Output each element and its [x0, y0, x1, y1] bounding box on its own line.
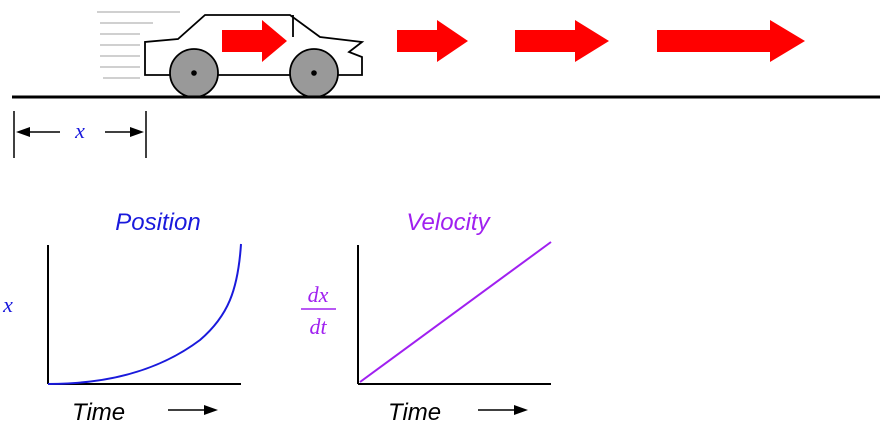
position-graph: Position x Time	[2, 209, 241, 424]
front-wheel-icon	[290, 49, 338, 97]
position-curve	[48, 244, 241, 384]
position-graph-axes	[48, 245, 241, 384]
distance-label: x	[74, 118, 85, 143]
position-time-arrow-icon	[168, 405, 218, 415]
motion-arrow-4-icon	[657, 20, 805, 62]
motion-arrow-2-icon	[397, 20, 468, 62]
position-graph-x-label: Time	[72, 399, 125, 424]
velocity-graph: Velocity dx dt Time	[301, 209, 551, 424]
position-graph-y-label: x	[2, 292, 13, 317]
position-graph-title: Position	[115, 209, 200, 236]
velocity-graph-x-label: Time	[388, 399, 441, 424]
velocity-graph-y-label-top: dx	[308, 282, 329, 307]
velocity-graph-title: Velocity	[406, 209, 491, 236]
rear-wheel-icon	[170, 49, 218, 97]
motion-arrow-3-icon	[515, 20, 609, 62]
velocity-line	[360, 242, 551, 382]
velocity-graph-y-label-bottom: dt	[309, 314, 327, 339]
velocity-time-arrow-icon	[478, 405, 528, 415]
